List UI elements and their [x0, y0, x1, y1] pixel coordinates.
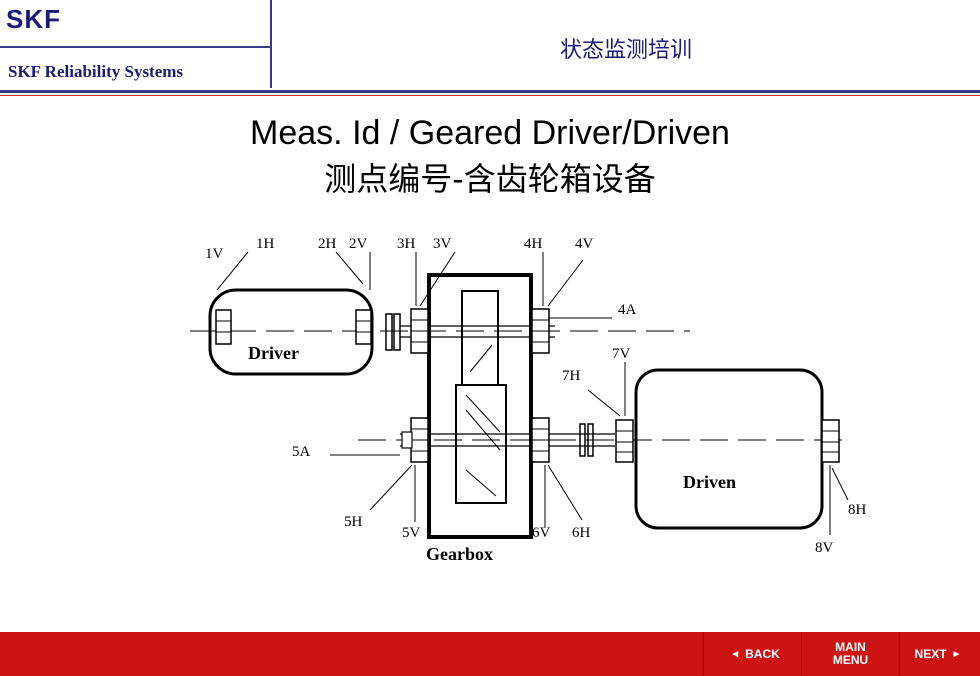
- gearbox-label: Gearbox: [426, 544, 493, 564]
- label-8v: 8V: [815, 540, 834, 556]
- brand-divider: [0, 46, 270, 48]
- label-4a: 4A: [618, 302, 637, 318]
- label-4v: 4V: [575, 236, 594, 252]
- driven-machine: [634, 368, 824, 530]
- label-6h: 6H: [572, 525, 591, 541]
- back-label: BACK: [745, 647, 780, 661]
- label-3v: 3V: [433, 236, 452, 252]
- gearbox-housing: [427, 273, 533, 539]
- course-title: 状态监测培训: [560, 38, 693, 63]
- header-rule: [0, 90, 980, 93]
- label-5h: 5H: [344, 514, 363, 530]
- driver-label: Driver: [248, 343, 299, 363]
- driver-bearing-1: [215, 309, 232, 345]
- driven-label: Driven: [683, 472, 736, 492]
- skf-logo: SKF: [6, 4, 61, 34]
- next-button[interactable]: NEXT ►: [899, 632, 980, 676]
- upper-gear: [461, 290, 499, 386]
- next-arrow-icon: ►: [951, 648, 962, 660]
- label-7v: 7V: [612, 346, 631, 362]
- main-menu-label-line1: MAIN: [835, 640, 866, 654]
- main-menu-label-line2: MENU: [832, 653, 869, 667]
- label-1v: 1V: [205, 246, 224, 262]
- label-6v: 6V: [532, 525, 551, 541]
- label-5v: 5V: [402, 525, 421, 541]
- label-2h: 2H: [318, 236, 337, 252]
- header: SKF SKF Reliability Systems 状态监测培训: [0, 0, 980, 96]
- label-2v: 2V: [349, 236, 368, 252]
- slide-subtitle: 测点编号-含齿轮箱设备: [324, 160, 656, 198]
- back-arrow-icon: ◄: [730, 648, 741, 660]
- lower-gear: [455, 384, 507, 504]
- back-button[interactable]: ◄ BACK: [703, 632, 801, 676]
- label-7h: 7H: [562, 368, 581, 384]
- next-label: NEXT: [914, 647, 947, 661]
- brand-box: SKF SKF Reliability Systems: [0, 0, 272, 88]
- main-menu-button[interactable]: MAIN MENU: [801, 632, 899, 676]
- header-accent-rule: [0, 95, 980, 96]
- label-1h: 1H: [256, 236, 275, 252]
- driver-bearing-2: [355, 309, 372, 345]
- slide-title: Meas. Id / Geared Driver/Driven: [250, 114, 730, 152]
- brand-subtitle: SKF Reliability Systems: [8, 62, 184, 81]
- label-3h: 3H: [397, 236, 416, 252]
- upper-coupling-right: [393, 313, 401, 351]
- lower-coupling-left: [579, 423, 586, 457]
- label-5a: 5A: [292, 444, 311, 460]
- upper-coupling-left: [385, 313, 393, 351]
- lower-coupling-right: [587, 423, 594, 457]
- driven-bearing-8: [821, 419, 840, 463]
- driven-bearing-7: [615, 419, 634, 463]
- label-4h: 4H: [524, 236, 543, 252]
- footer-bar: ◄ BACK MAIN MENU NEXT ►: [0, 632, 980, 676]
- driver-motor: [208, 288, 374, 376]
- label-8h: 8H: [848, 502, 867, 518]
